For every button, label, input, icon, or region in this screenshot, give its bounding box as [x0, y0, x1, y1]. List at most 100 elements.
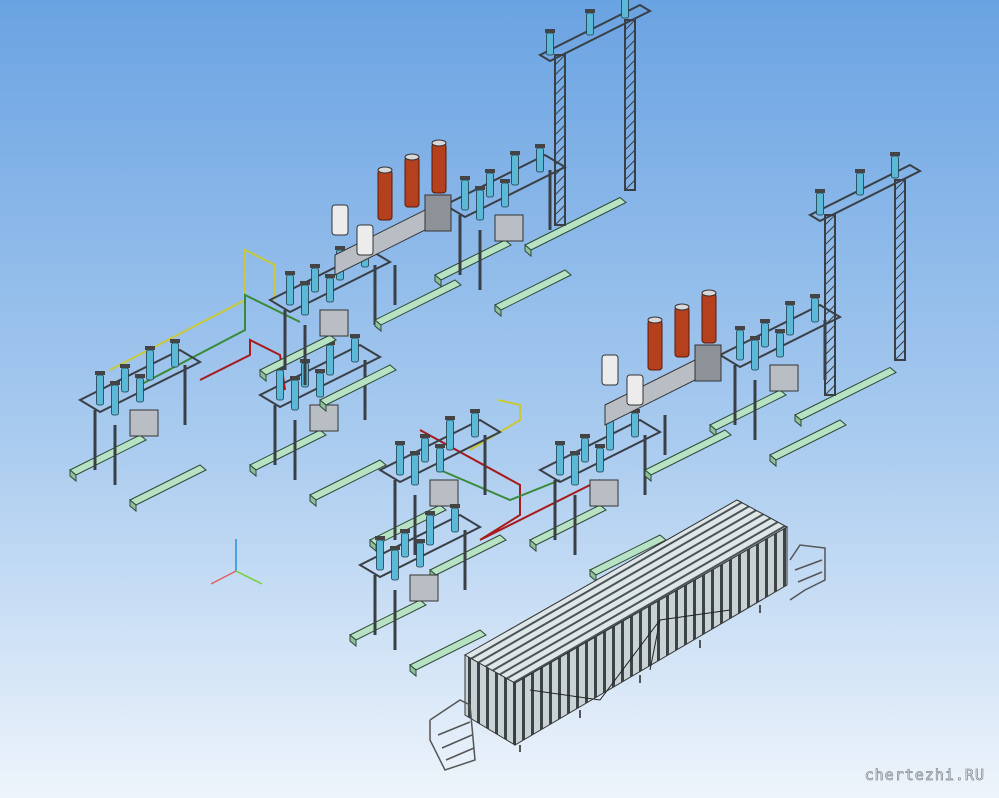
- switchgear-bay: [709, 294, 847, 468]
- lattice-brace: [824, 304, 836, 316]
- lattice-brace: [894, 309, 906, 321]
- insulator-cap: [315, 369, 325, 373]
- insulator: [606, 419, 614, 451]
- footing-end: [494, 303, 502, 318]
- lattice-brace: [894, 339, 906, 351]
- lattice-brace: [554, 94, 566, 106]
- lattice-brace: [894, 209, 906, 221]
- insulator-cap: [145, 346, 155, 350]
- lattice-brace: [554, 64, 566, 76]
- insulator: [536, 147, 544, 173]
- insulator-cap: [390, 546, 400, 550]
- lattice-brace: [624, 129, 636, 141]
- insulator-cap: [425, 511, 435, 515]
- surge-arrester-groups: [331, 139, 732, 483]
- insulator-cap: [450, 504, 460, 508]
- insulator-cap: [510, 151, 520, 155]
- insulator-cap: [815, 189, 825, 193]
- lattice-brace: [824, 344, 836, 356]
- lattice-brace: [554, 114, 566, 126]
- insulator: [391, 549, 399, 581]
- insulator: [411, 454, 419, 486]
- insulator: [326, 344, 334, 376]
- footing-end: [524, 243, 532, 258]
- insulator-cap: [595, 444, 605, 448]
- insulator-cap: [630, 409, 640, 413]
- surge-arrester: [377, 169, 393, 221]
- portal-frame: [794, 152, 923, 428]
- insulator-cap: [290, 376, 300, 380]
- lattice-brace: [624, 179, 636, 191]
- footing-end: [794, 413, 802, 428]
- lattice-brace: [624, 109, 636, 121]
- container-legs: [519, 605, 761, 752]
- lattice-brace: [824, 334, 836, 346]
- lattice-brace: [624, 159, 636, 171]
- lattice-brace: [554, 174, 566, 186]
- equipment-container[interactable]: [429, 499, 826, 771]
- lattice-brace: [824, 364, 836, 376]
- arrester-group: [601, 289, 732, 483]
- footing-end: [319, 398, 327, 413]
- drive-cabinet: [769, 364, 799, 392]
- lattice-brace: [824, 234, 836, 246]
- drive-cabinet: [129, 409, 159, 437]
- busbar-red: [419, 429, 601, 541]
- lattice-brace: [554, 194, 566, 206]
- switchgear-bay: [249, 334, 387, 508]
- lattice-brace: [624, 89, 636, 101]
- lattice-brace: [824, 284, 836, 296]
- lattice-brace: [824, 244, 836, 256]
- insulator-cap: [410, 451, 420, 455]
- insulator: [351, 337, 359, 363]
- switchgear-bay: [69, 339, 207, 513]
- portal-frame: [524, 0, 653, 258]
- lattice-brace: [554, 164, 566, 176]
- watermark-logo: chertezhi.RU: [864, 766, 985, 785]
- insulator-cap: [570, 451, 580, 455]
- arrester-cabinet: [694, 344, 722, 382]
- lattice-brace: [824, 254, 836, 266]
- insulator-cap: [285, 271, 295, 275]
- insulator: [556, 444, 564, 476]
- insulator-cap: [470, 409, 480, 413]
- switchgear-bays: [69, 144, 847, 678]
- lattice-brace: [894, 349, 906, 361]
- lattice-brace: [894, 199, 906, 211]
- insulator: [426, 514, 434, 546]
- switchgear-bay: [529, 409, 667, 583]
- insulator: [486, 172, 494, 198]
- arrester-top: [674, 303, 690, 311]
- insulator: [171, 342, 179, 368]
- insulator: [786, 304, 794, 336]
- footing-end: [309, 493, 317, 508]
- insulator-cap: [110, 381, 120, 385]
- insulator-cap: [555, 441, 565, 445]
- container-braces: [529, 609, 731, 701]
- insulator: [96, 374, 104, 406]
- lattice-brace: [624, 19, 636, 31]
- axis-triad[interactable]: [210, 539, 263, 585]
- footing-end: [644, 468, 652, 483]
- lattice-brace: [624, 149, 636, 161]
- insulator: [111, 384, 119, 416]
- current-transformer: [626, 374, 644, 406]
- footing-end: [249, 463, 257, 478]
- surge-arrester: [431, 142, 447, 194]
- axis-y: [235, 570, 263, 585]
- insulator-cap: [325, 274, 335, 278]
- insulator: [891, 155, 899, 179]
- lattice-brace: [624, 59, 636, 71]
- insulator: [286, 274, 294, 306]
- lattice-brace: [894, 279, 906, 291]
- lattice-brace: [624, 139, 636, 151]
- arrester-top: [431, 139, 447, 147]
- lattice-brace: [554, 204, 566, 216]
- insulator: [316, 372, 324, 398]
- current-transformer: [356, 224, 374, 256]
- insulator-cap: [170, 339, 180, 343]
- lattice-brace: [824, 314, 836, 326]
- lattice-brace: [624, 39, 636, 51]
